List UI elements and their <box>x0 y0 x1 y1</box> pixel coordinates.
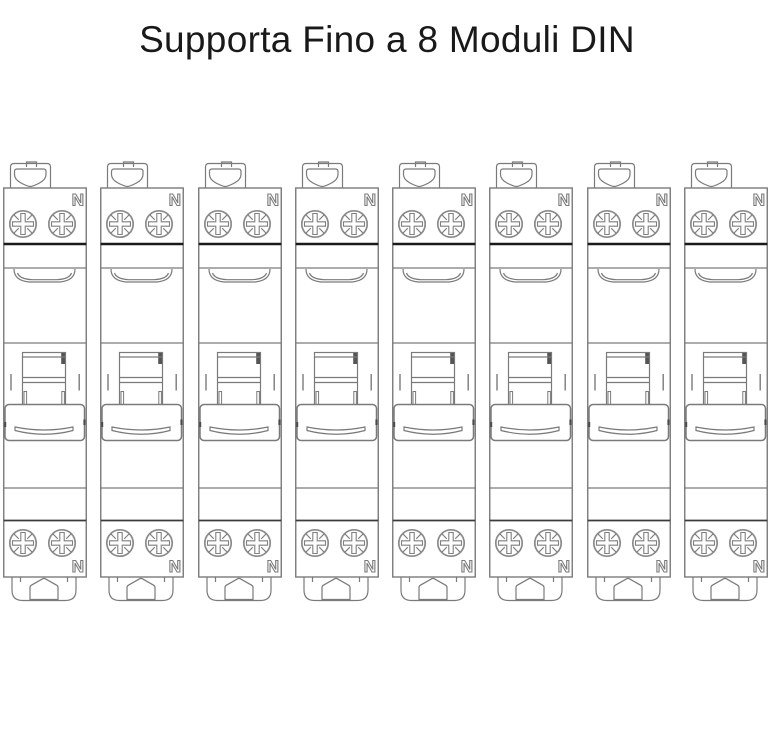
din-module-drawing: N N <box>392 161 476 602</box>
din-module-drawing: N N <box>100 161 184 602</box>
din-module-1: N N <box>3 161 87 602</box>
din-module-4: N N <box>295 161 379 602</box>
neutral-label-bottom: N <box>461 557 473 576</box>
neutral-label-bottom: N <box>558 557 570 576</box>
neutral-label-top: N <box>461 191 473 210</box>
din-module-2: N N <box>100 161 184 602</box>
neutral-label-top: N <box>72 191 84 210</box>
din-module-3: N N <box>198 161 282 602</box>
din-module-drawing: N N <box>587 161 671 602</box>
din-module-drawing: N N <box>489 161 573 602</box>
din-module-6: N N <box>489 161 573 602</box>
neutral-label-bottom: N <box>364 557 376 576</box>
neutral-label-bottom: N <box>169 557 181 576</box>
neutral-label-top: N <box>558 191 570 210</box>
neutral-label-top: N <box>753 191 765 210</box>
neutral-label-top: N <box>364 191 376 210</box>
neutral-label-top: N <box>266 191 278 210</box>
din-module-drawing: N N <box>198 161 282 602</box>
page-title: Supporta Fino a 8 Moduli DIN <box>139 19 635 60</box>
neutral-label-bottom: N <box>655 557 667 576</box>
neutral-label-bottom: N <box>266 557 278 576</box>
neutral-label-bottom: N <box>72 557 84 576</box>
neutral-label-top: N <box>655 191 667 210</box>
din-module-8: N N <box>684 161 768 602</box>
din-module-drawing: N N <box>295 161 379 602</box>
din-module-drawing: N N <box>3 161 87 602</box>
din-module-5: N N <box>392 161 476 602</box>
neutral-label-bottom: N <box>753 557 765 576</box>
din-module-drawing: N N <box>684 161 768 602</box>
din-modules-row: N N N N N N N N <box>0 161 774 602</box>
neutral-label-top: N <box>169 191 181 210</box>
din-module-7: N N <box>587 161 671 602</box>
